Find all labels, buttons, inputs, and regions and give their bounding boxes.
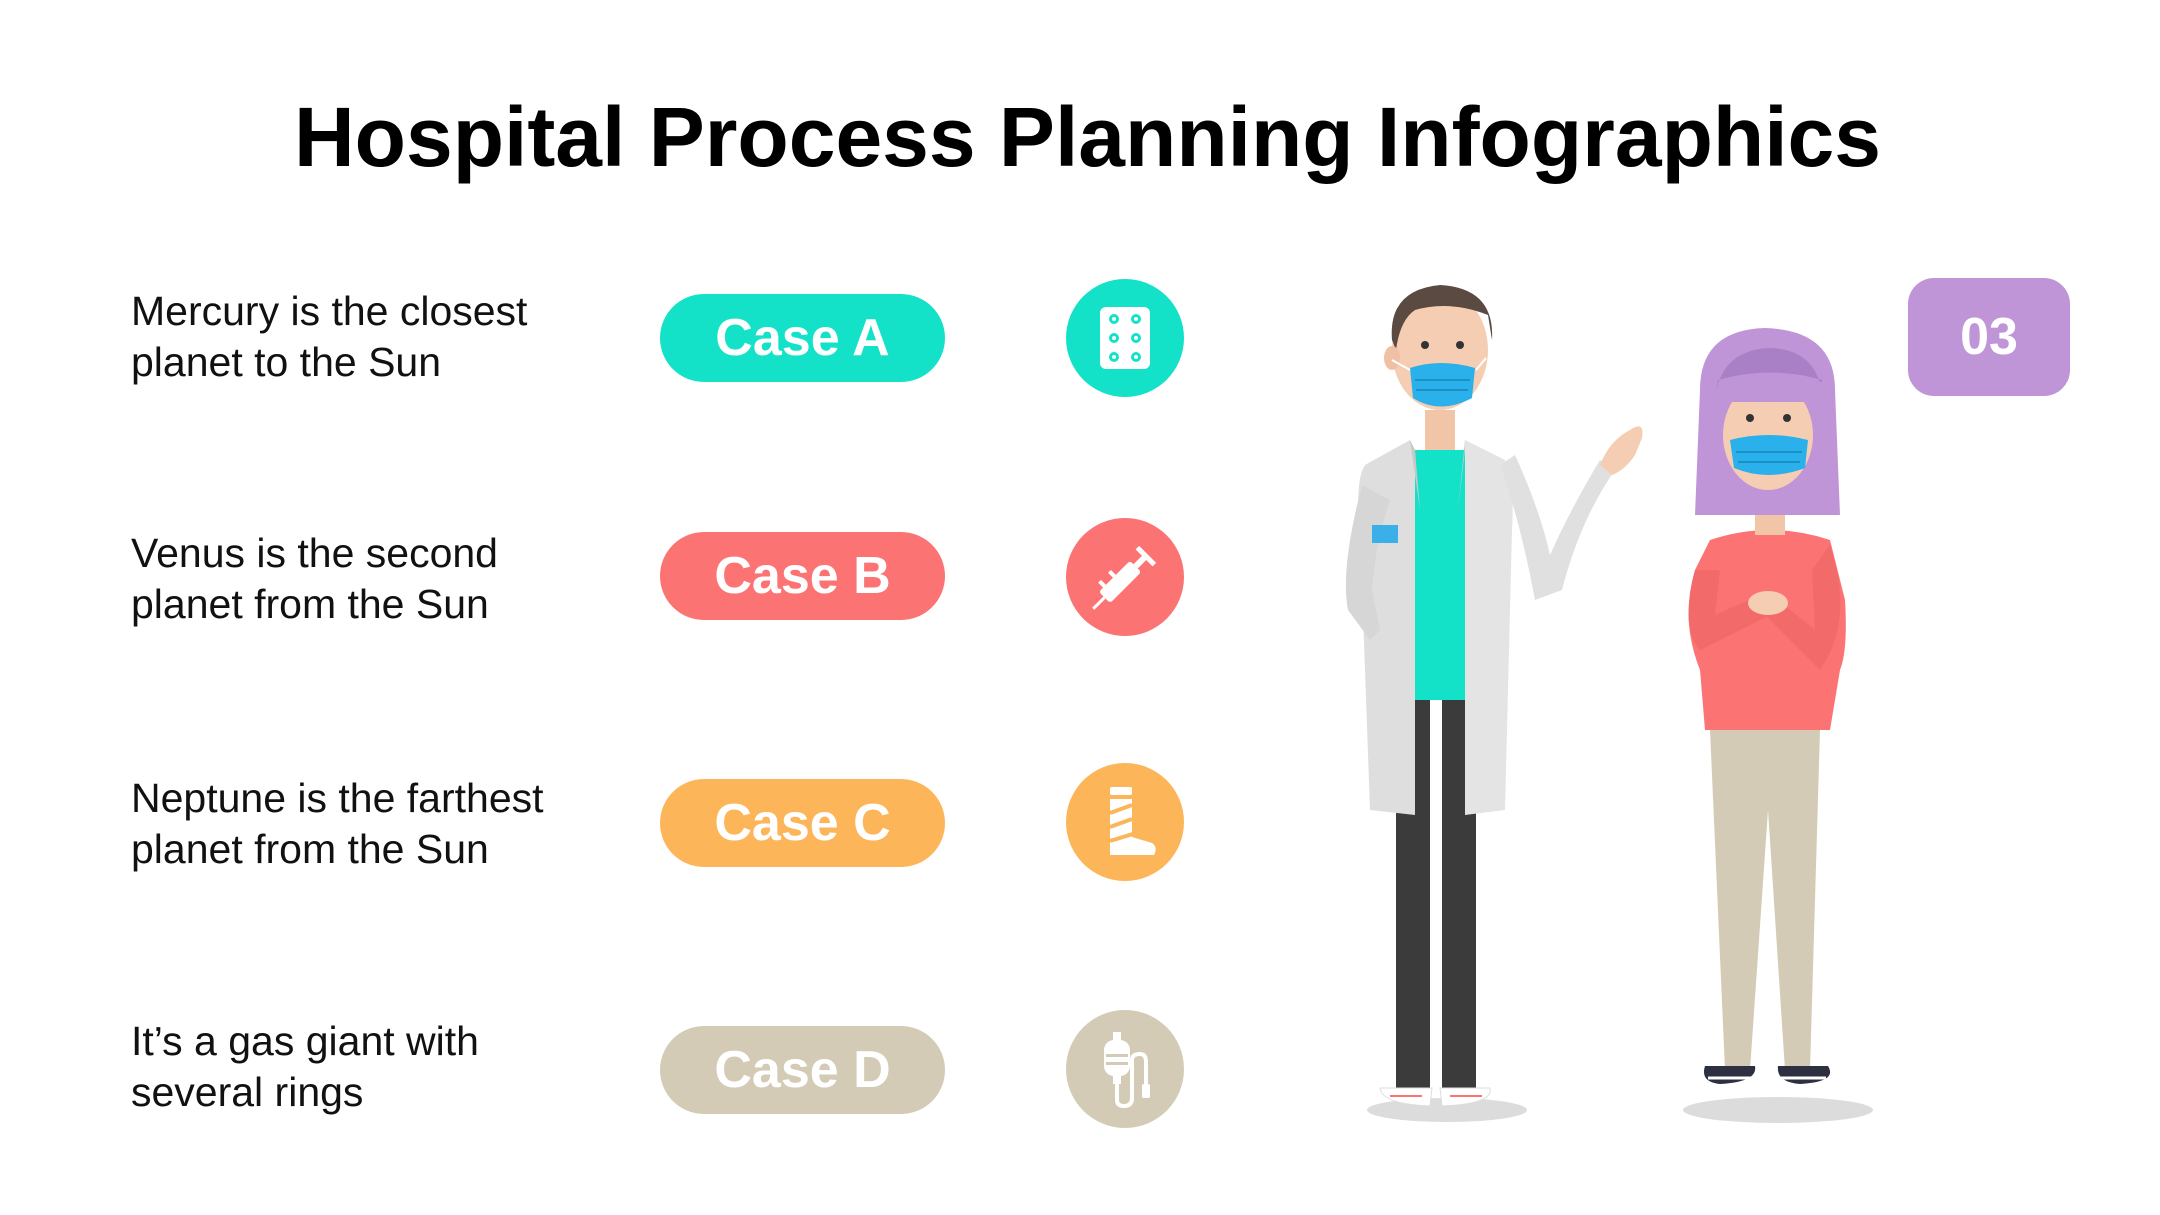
description-line-2: planet from the Sun (131, 826, 489, 872)
doctor-patient-illustration (1345, 285, 1873, 1123)
description-line-2: planet to the Sun (131, 339, 442, 385)
description-line-1: It’s a gas giant with (131, 1018, 479, 1064)
description-case-c: Neptune is the farthest planet from the … (131, 773, 611, 875)
case-d-pill[interactable]: Case D (660, 1026, 945, 1114)
description-case-b: Venus is the second planet from the Sun (131, 528, 611, 630)
description-line-1: Venus is the second (131, 530, 498, 576)
step-number-badge: 03 (1908, 278, 2070, 396)
description-line-1: Mercury is the closest (131, 288, 528, 334)
description-case-a: Mercury is the closest planet to the Sun (131, 286, 611, 388)
description-line-1: Neptune is the farthest (131, 775, 544, 821)
pill-pack-icon (1066, 279, 1184, 397)
description-line-2: several rings (131, 1069, 364, 1115)
syringe-icon (1066, 518, 1184, 636)
iv-drip-icon (1066, 1010, 1184, 1128)
page-title: Hospital Process Planning Infographics (294, 90, 1881, 184)
case-c-pill[interactable]: Case C (660, 779, 945, 867)
leg-cast-icon (1066, 763, 1184, 881)
description-case-d: It’s a gas giant with several rings (131, 1016, 611, 1118)
case-b-pill[interactable]: Case B (660, 532, 945, 620)
case-a-pill[interactable]: Case A (660, 294, 945, 382)
description-line-2: planet from the Sun (131, 581, 489, 627)
